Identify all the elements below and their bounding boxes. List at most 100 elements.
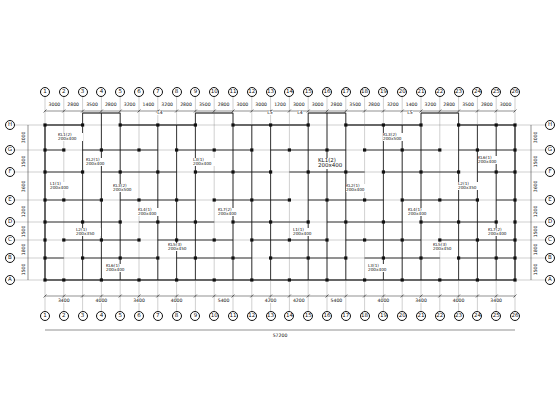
dimension-tick <box>438 110 441 113</box>
column <box>476 238 479 241</box>
beam <box>421 279 440 280</box>
axis-number: 6 <box>137 313 141 319</box>
axis-bubble: B <box>545 253 555 263</box>
beam <box>82 200 83 222</box>
axis-number: 8 <box>175 313 179 319</box>
beam <box>177 150 196 151</box>
dimension-tick <box>438 295 441 298</box>
axis-bubble: 7 <box>153 311 163 321</box>
beam <box>496 279 515 280</box>
column <box>43 170 46 173</box>
dimension-text: 1500 <box>534 225 539 238</box>
dimension-line <box>45 296 515 297</box>
beam <box>83 222 102 223</box>
beam-label: KL4(1) 200x400 <box>408 208 433 217</box>
column <box>325 198 328 201</box>
axis-bubble: G <box>545 145 555 155</box>
beam <box>214 150 233 151</box>
column <box>269 220 272 223</box>
beam <box>45 200 64 201</box>
dimension-tick <box>382 295 385 298</box>
beam <box>120 200 121 222</box>
axis-number: 25 <box>493 89 500 95</box>
beam <box>82 150 83 172</box>
beam <box>383 172 402 173</box>
axis-bubble: C <box>545 235 555 245</box>
beam <box>402 200 403 222</box>
beam <box>82 113 83 150</box>
dimension-text: 3200 <box>424 103 437 108</box>
column <box>231 220 234 223</box>
beam <box>496 172 515 173</box>
beam <box>402 240 421 241</box>
beam-label: L2(1) 200x350 <box>76 228 101 237</box>
axis-bubble: E <box>545 195 555 205</box>
axis-number: 1 <box>43 313 47 319</box>
column <box>513 220 516 223</box>
axis-number: 13 <box>267 313 274 319</box>
dimension-tick <box>288 295 291 298</box>
dimension-text: 1500 <box>22 263 27 276</box>
column <box>213 198 216 201</box>
beam <box>45 258 64 259</box>
axis-bubble: 11 <box>228 311 238 321</box>
axis-number: G <box>548 147 552 153</box>
beam <box>459 279 478 280</box>
beam <box>157 222 158 240</box>
beam-label: KL3(2) 200x500 <box>383 133 408 142</box>
beam-label: L3(1) 200x400 <box>193 158 218 167</box>
dimension-text: 3200 <box>386 103 399 108</box>
beam <box>44 222 45 240</box>
column <box>476 278 479 281</box>
dimension-tick <box>81 295 84 298</box>
dimension-text: 5400 <box>330 299 343 304</box>
dimension-text: 3000 <box>236 103 249 108</box>
column <box>100 238 103 241</box>
beam <box>195 172 196 200</box>
beam <box>477 258 478 280</box>
axis-bubble: 15 <box>303 311 313 321</box>
dimension-tick <box>100 295 103 298</box>
column <box>43 238 46 241</box>
column <box>194 256 197 259</box>
column <box>495 256 498 259</box>
dimension-tick <box>514 295 517 298</box>
dimension-text: 1500 <box>22 225 27 238</box>
beam <box>458 258 459 280</box>
beam <box>270 125 271 150</box>
axis-number: 12 <box>248 89 255 95</box>
dimension-text: 3000 <box>48 103 61 108</box>
column <box>137 148 140 151</box>
axis-bubble: 10 <box>209 87 219 97</box>
beam <box>477 150 496 151</box>
column <box>513 148 516 151</box>
beam <box>83 240 102 241</box>
column <box>438 278 441 281</box>
beam <box>120 279 139 280</box>
beam <box>345 113 346 150</box>
beam <box>120 222 121 240</box>
beam <box>383 124 402 125</box>
dimension-text: 57200 <box>272 334 288 339</box>
axis-number: 19 <box>380 89 387 95</box>
beam <box>308 258 327 259</box>
column <box>382 220 385 223</box>
axis-bubble: 22 <box>435 311 445 321</box>
beam <box>308 112 327 113</box>
beam <box>157 125 158 150</box>
column <box>119 170 122 173</box>
dimension-tick <box>213 110 216 113</box>
axis-bubble: G <box>5 145 15 155</box>
column <box>213 238 216 241</box>
axis-bubble: 23 <box>454 311 464 321</box>
beam <box>139 222 158 223</box>
axis-line <box>233 97 234 311</box>
beam <box>139 200 158 201</box>
beam <box>233 222 234 240</box>
axis-line <box>15 280 545 281</box>
beam <box>120 124 139 125</box>
axis-bubble: 8 <box>172 87 182 97</box>
column <box>382 170 385 173</box>
beam <box>327 258 346 259</box>
beam <box>345 150 346 172</box>
